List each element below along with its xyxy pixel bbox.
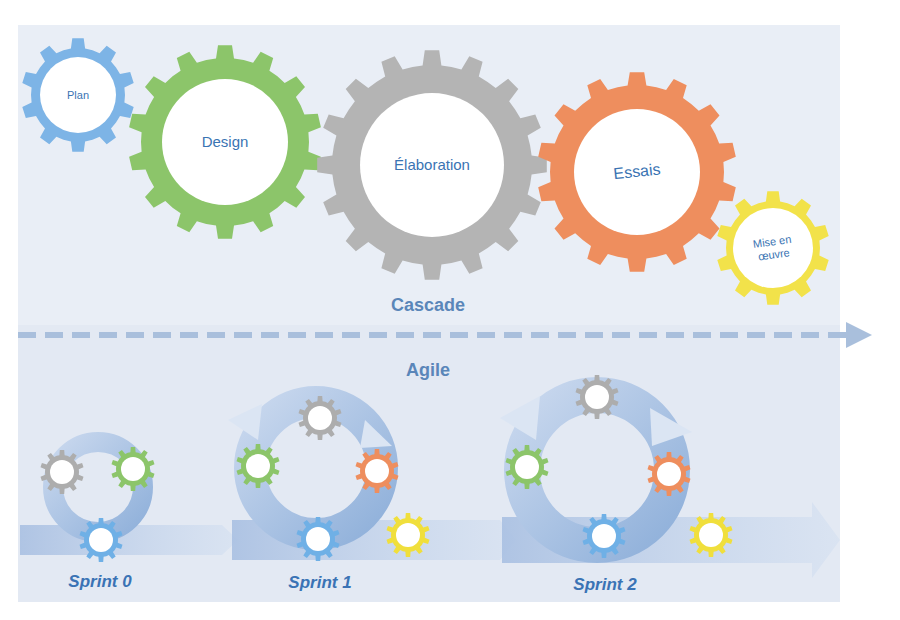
ring-arrow — [500, 396, 540, 440]
gear-node: Élaboration — [317, 50, 547, 280]
gear-hub — [89, 528, 113, 552]
small-gears — [41, 375, 733, 562]
small-gear — [112, 447, 155, 491]
gear-node: Plan — [21, 38, 135, 152]
gear-hub — [585, 385, 609, 409]
gear-hub — [308, 406, 332, 430]
arrow-head — [846, 322, 872, 348]
gear-hub — [121, 457, 145, 481]
small-gear — [356, 449, 399, 493]
gear-node: Design — [128, 45, 322, 239]
gear-label: Plan — [50, 89, 107, 102]
gear-hub — [365, 459, 389, 483]
gear-hub — [657, 462, 681, 486]
gear-hub — [592, 524, 616, 548]
ring-arrow — [360, 420, 392, 448]
gear-hub — [306, 527, 330, 551]
small-gear — [648, 452, 691, 496]
ring-arrow — [650, 408, 692, 446]
gear-node: Mise en œuvre — [716, 191, 830, 305]
gear-hub — [699, 523, 723, 547]
small-gear — [583, 514, 626, 558]
sprint-label: Sprint 1 — [288, 573, 351, 593]
section-title: Agile — [406, 360, 450, 381]
small-gear — [299, 396, 342, 440]
gear-hub — [515, 455, 539, 479]
sprint-label: Sprint 0 — [68, 572, 131, 592]
small-gear — [297, 517, 340, 561]
sprint-label: Sprint 2 — [573, 575, 636, 595]
dashed-separator — [18, 332, 850, 338]
gear-hub — [396, 523, 420, 547]
small-gear — [506, 445, 549, 489]
cascade-panel — [18, 25, 840, 325]
small-gear — [237, 444, 280, 488]
small-gear — [387, 513, 430, 557]
small-gear — [80, 518, 123, 562]
gear-label: Design — [178, 133, 273, 150]
small-gear — [576, 375, 619, 419]
gear-hub — [246, 454, 270, 478]
gear-hub — [50, 460, 74, 484]
small-gear — [41, 450, 84, 494]
gear-label: Élaboration — [378, 156, 486, 173]
small-gear — [690, 513, 733, 557]
ring-arrow — [228, 404, 262, 440]
background-panel — [18, 25, 840, 602]
section-title: Cascade — [391, 295, 465, 316]
gear-node: Essais — [537, 72, 737, 272]
